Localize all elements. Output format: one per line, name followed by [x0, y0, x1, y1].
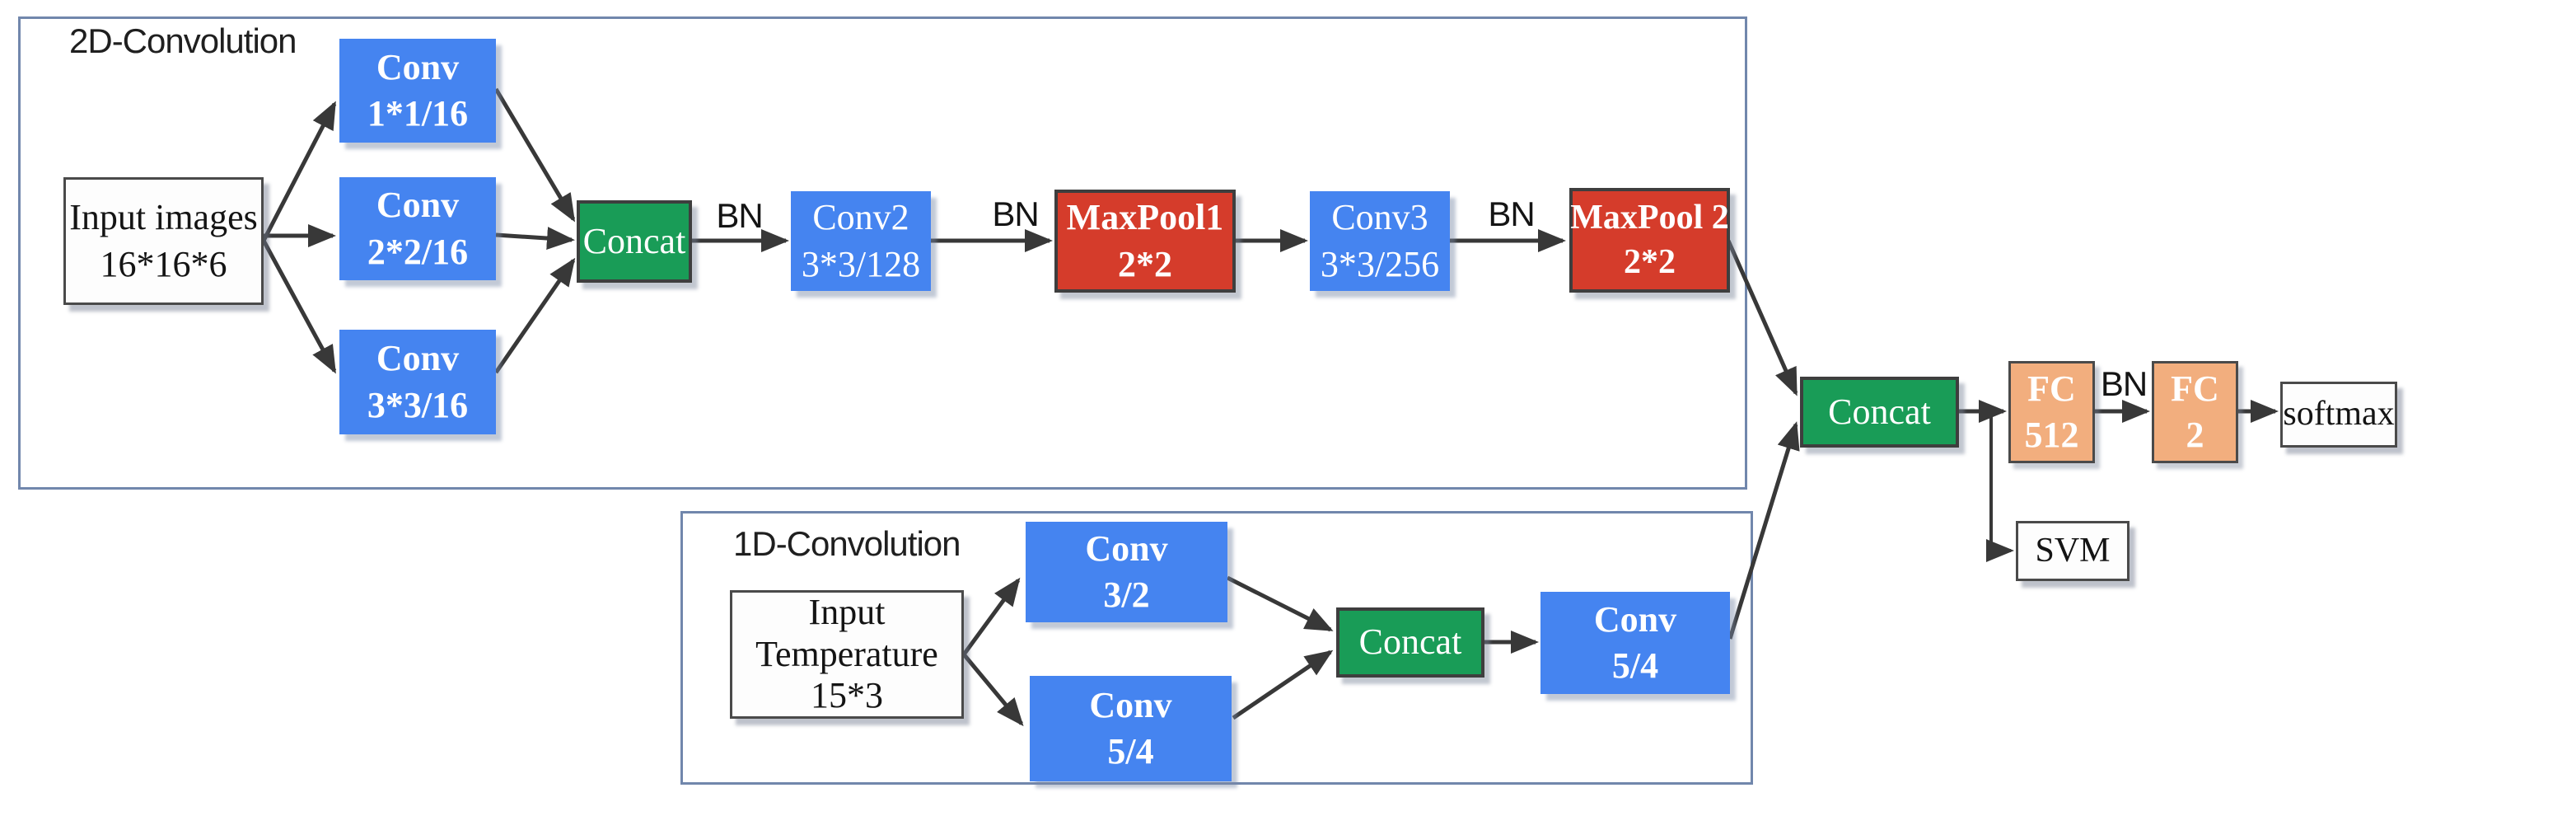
node-input-temperature: Input Temperature 15*3 — [730, 590, 964, 719]
node-label-line: 15*3 — [811, 675, 883, 716]
node-svm: SVM — [2016, 521, 2130, 581]
bn-label-4: BN — [2100, 364, 2148, 403]
node-fc-512: FC 512 — [2008, 361, 2095, 463]
node-label-line: Conv3 — [1331, 197, 1428, 238]
node-label-line: MaxPool1 — [1066, 197, 1224, 238]
node-conv-1x1-16: Conv 1*1/16 — [339, 39, 496, 143]
node-label-line: MaxPool 2 — [1570, 198, 1729, 237]
node-label-line: FC — [2027, 368, 2076, 409]
node-label-line: 2*2 — [1118, 243, 1172, 284]
bn-label-1: BN — [716, 196, 763, 235]
node-softmax: softmax — [2280, 382, 2397, 448]
node-label-line: 5/4 — [1611, 645, 1659, 686]
node-conv-3-2: Conv 3/2 — [1026, 522, 1227, 622]
node-label-line: 2*2/16 — [367, 231, 469, 272]
node-label-line: 2 — [2186, 415, 2204, 455]
node-conv2-3x3-128: Conv2 3*3/128 — [791, 191, 931, 291]
node-maxpool1-2x2: MaxPool1 2*2 — [1054, 190, 1236, 293]
node-conv-5-4-a: Conv 5/4 — [1030, 676, 1232, 781]
node-label-line: Conv2 — [812, 197, 909, 238]
group-2d-convolution-title: 2D-Convolution — [69, 21, 297, 60]
node-concat-main: Concat — [1800, 377, 1959, 448]
node-maxpool2-2x2: MaxPool 2 2*2 — [1569, 188, 1730, 293]
node-label-line: SVM — [2035, 531, 2111, 570]
node-label-line: 512 — [2024, 415, 2079, 455]
node-label-line: Concat — [1828, 391, 1931, 432]
bn-label-3: BN — [1488, 195, 1535, 233]
node-label-line: Conv — [376, 338, 460, 379]
node-label-line: Input images — [69, 197, 258, 238]
node-label-line: Conv — [376, 185, 460, 226]
node-label-line: Conv — [1085, 528, 1168, 569]
node-label-line: 3*3/128 — [801, 243, 921, 284]
node-fc-2: FC 2 — [2152, 361, 2238, 463]
node-label-line: Conv — [1089, 684, 1172, 725]
node-label-line: 16*16*6 — [100, 243, 227, 284]
node-input-images: Input images 16*16*6 — [63, 177, 264, 305]
node-label-line: Conv — [376, 46, 460, 87]
node-label-line: Concat — [582, 220, 686, 261]
node-label-line: 3/2 — [1103, 574, 1150, 615]
node-conv-3x3-16: Conv 3*3/16 — [339, 330, 496, 434]
node-label-line: 3*3/16 — [367, 384, 469, 425]
node-label-line: 3*3/256 — [1320, 243, 1440, 284]
node-label-line: Concat — [1358, 621, 1462, 663]
node-label-line: Input — [808, 592, 886, 633]
node-concat-1d: Concat — [1336, 607, 1484, 678]
node-label-line: softmax — [2283, 395, 2395, 434]
node-label-line: FC — [2171, 368, 2219, 409]
node-label-line: Temperature — [755, 633, 938, 674]
node-label-line: 2*2 — [1624, 242, 1676, 281]
bn-label-2: BN — [992, 195, 1039, 233]
node-conv-2x2-16: Conv 2*2/16 — [339, 177, 496, 280]
group-1d-convolution — [680, 511, 1753, 785]
group-1d-convolution-title: 1D-Convolution — [733, 524, 961, 563]
node-conv-5-4-b: Conv 5/4 — [1540, 592, 1730, 694]
node-concat-2d: Concat — [577, 200, 692, 283]
node-conv3-3x3-256: Conv3 3*3/256 — [1310, 191, 1450, 291]
node-label-line: 1*1/16 — [367, 93, 469, 134]
node-label-line: 5/4 — [1107, 731, 1154, 771]
node-label-line: Conv — [1593, 598, 1677, 640]
